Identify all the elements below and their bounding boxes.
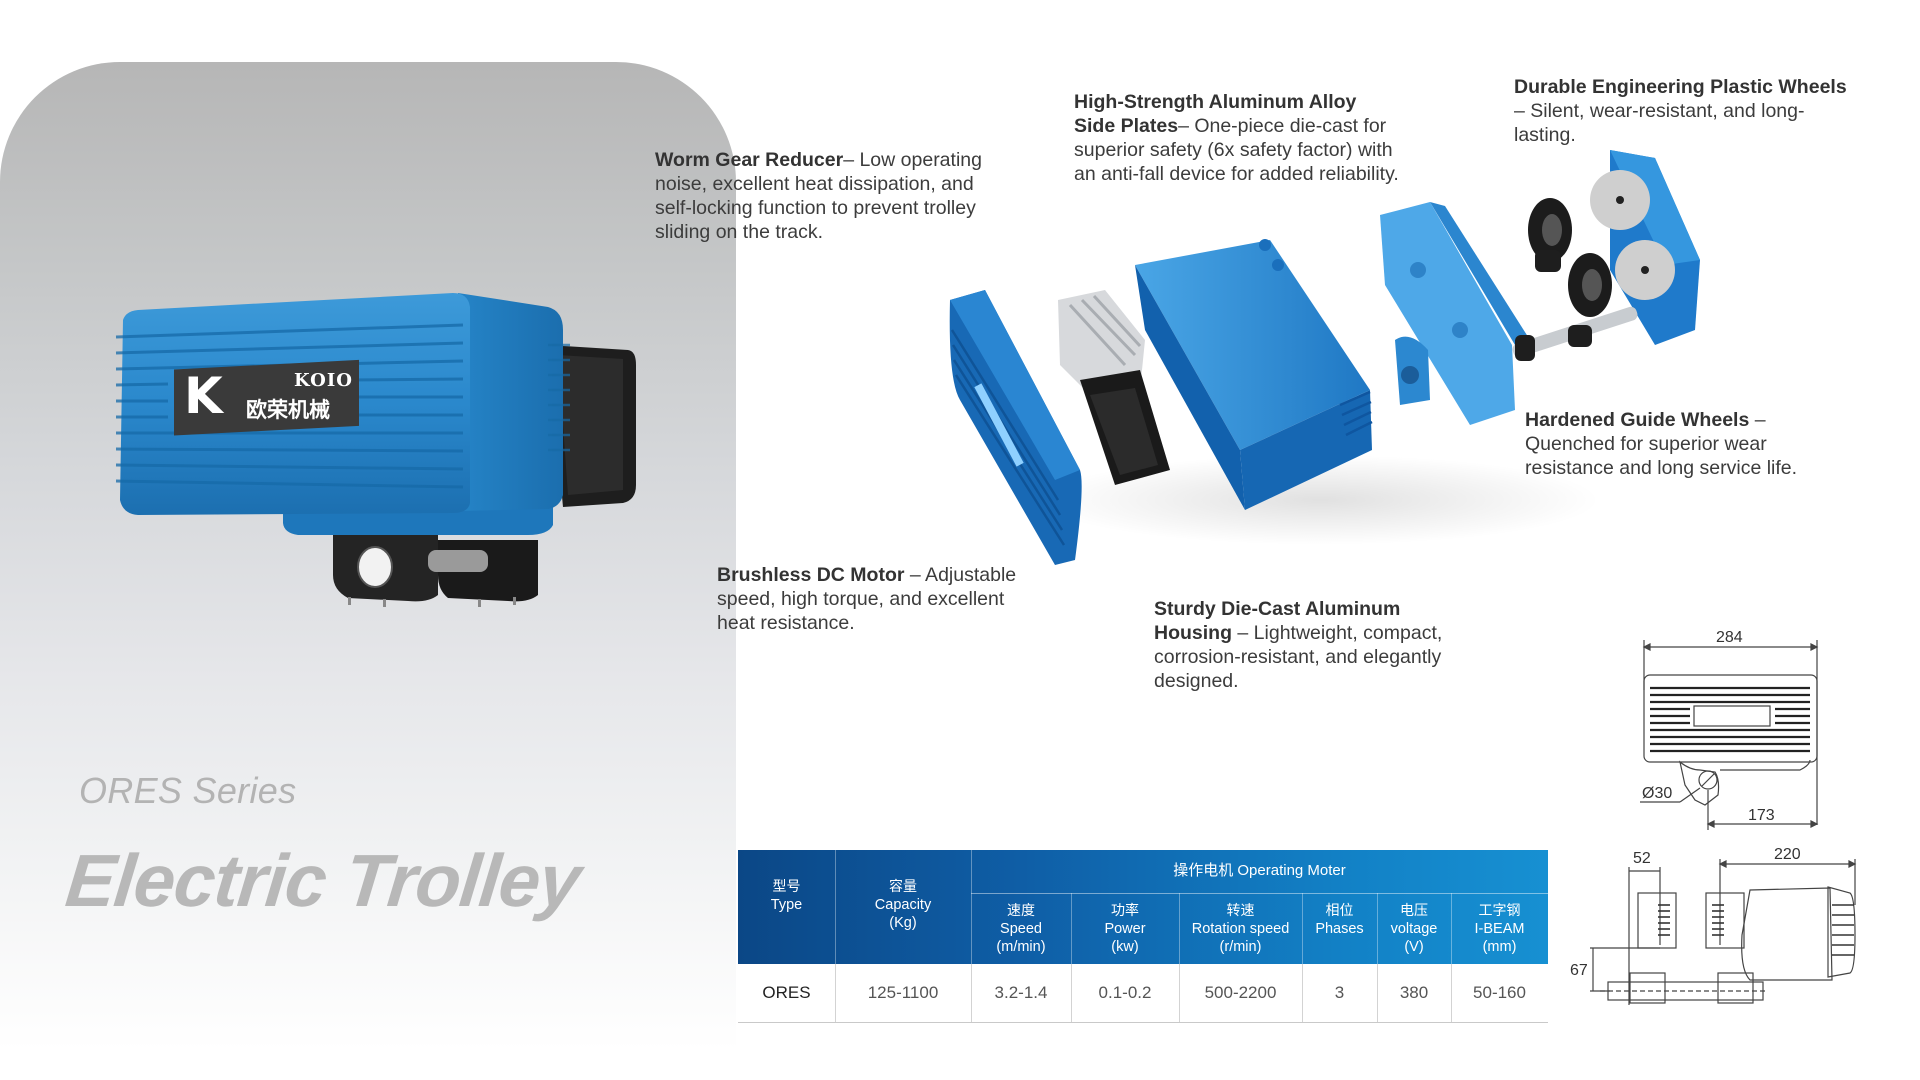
cell-divider [1302,964,1303,1022]
header-divider [1179,893,1180,964]
dim-hole-diameter: Ø30 [1642,785,1672,802]
column-header-phases: 相位 Phases [1315,903,1364,937]
side-cover-plate [949,290,1082,565]
callout-title: Worm Gear Reducer [655,149,844,171]
brand-logo-k-icon: K [184,367,223,425]
dim-offset: 173 [1748,807,1775,824]
callout-title: High-Strength Aluminum Alloy [1074,91,1357,113]
callout-side-plates: High-Strength Aluminum Alloy Side Plates… [1074,91,1399,185]
dimension-drawing-side: 52 220 67 [1570,846,1857,1005]
cell-rotation-speed: 500-2200 [1204,983,1277,1002]
column-header-power: 功率 Power (kw) [1104,903,1146,955]
callout-title: Housing [1154,622,1232,644]
column-header-i-beam: 工字钢 I-BEAM (mm) [1474,903,1525,955]
cell-divider [971,964,972,1022]
dim-width: 284 [1716,630,1743,646]
cell-i-beam: 50-160 [1473,983,1526,1002]
series-label: ORES Series [79,770,297,811]
callout-title: Sturdy Die-Cast Aluminum [1154,598,1401,620]
column-header-rotation-speed: 转速 Rotation speed (r/min) [1191,903,1290,955]
cell-divider [1451,964,1452,1022]
callout-title: Hardened Guide Wheels [1525,409,1750,431]
trolley-product-image [115,293,636,607]
callout-worm-gear-reducer: Worm Gear Reducer– Low operating noise, … [655,149,982,243]
header-divider [835,850,836,964]
cell-voltage: 380 [1399,983,1429,1002]
header-divider [1071,893,1072,964]
header-divider [1451,893,1452,964]
exploded-view-image [949,150,1700,565]
brand-logo: K KOIO 欧荣机械 [176,366,360,428]
header-divider [971,850,972,964]
dim-module-width: 52 [1633,850,1651,867]
cell-capacity: 125-1100 [867,983,939,1002]
dim-height: 67 [1570,962,1588,979]
cell-type: ORES [762,983,811,1002]
callout-dc-motor: Brushless DC Motor – Adjustable speed, h… [717,564,1017,634]
cell-divider [1071,964,1072,1022]
table-row: ORES 125-1100 3.2-1.4 0.1-0.2 500-2200 3… [738,964,1548,1023]
header-divider [1302,893,1303,964]
cell-divider [835,964,836,1022]
product-title: Electric Trolley [62,839,585,922]
cell-divider [1377,964,1378,1022]
cell-divider [1179,964,1180,1022]
column-header-voltage: 电压 voltage (V) [1390,903,1438,955]
cell-power: 0.1-0.2 [1098,983,1152,1002]
callout-title: Durable Engineering Plastic Wheels [1514,76,1847,98]
column-header-speed: 速度 Speed (m/min) [996,903,1046,955]
brand-name-cn: 欧荣机械 [246,398,330,422]
callout-title: Side Plates [1074,115,1179,137]
callout-plastic-wheels: Durable Engineering Plastic Wheels – Sil… [1514,76,1847,146]
cell-speed: 3.2-1.4 [994,983,1048,1002]
brand-name-en: KOIO [294,370,353,391]
header-divider [1377,893,1378,964]
callout-title: Brushless DC Motor [717,564,905,586]
column-header-capacity: 容量 Capacity (Kg) [874,879,932,931]
callout-guide-wheels: Hardened Guide Wheels – Quenched for sup… [1525,409,1798,479]
column-header-type: 型号 Type [770,879,803,913]
wheel-assembly [1512,150,1700,361]
main-housing [1135,239,1373,510]
column-group-operating-motor: 操作电机 Operating Moter [1173,862,1346,879]
dim-motor-length: 220 [1774,846,1801,863]
brand-plate [174,359,359,436]
aluminum-side-plate [1380,202,1530,425]
cell-phases: 3 [1334,983,1345,1002]
header-divider [971,893,1548,894]
dimension-drawing-front: 284 Ø30 173 [1640,630,1819,830]
callout-housing: Sturdy Die-Cast Aluminum Housing – Light… [1154,598,1443,692]
spec-table-header [738,850,1548,964]
motor-gearbox [1058,290,1170,485]
